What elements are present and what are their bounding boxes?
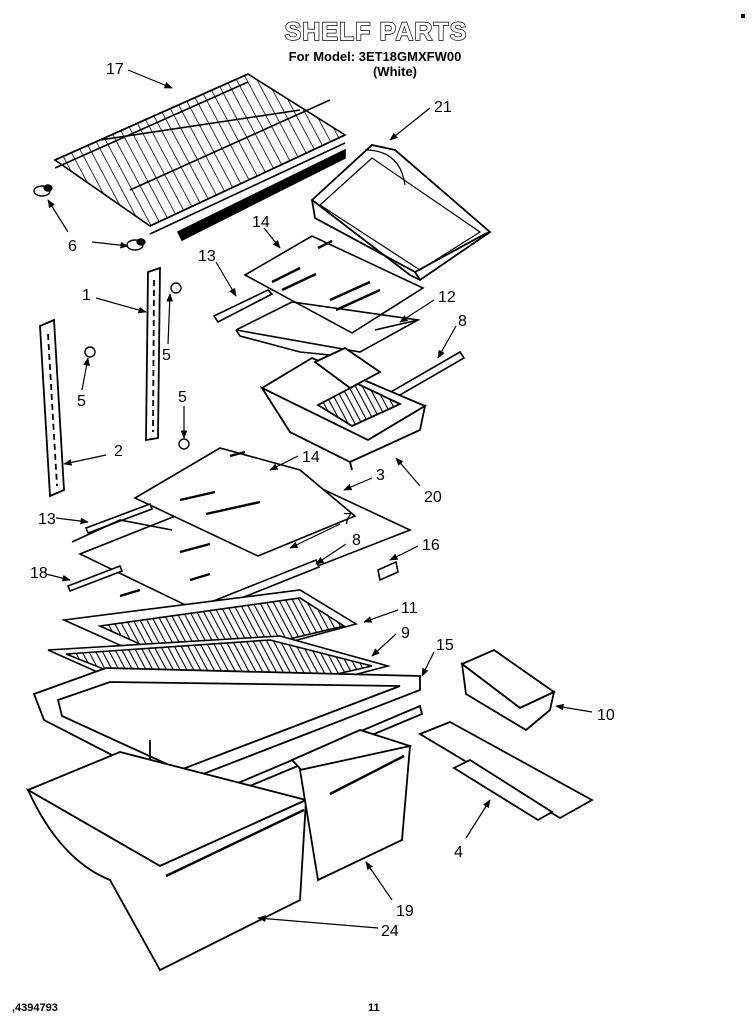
glass-shelf-14-lower [78,447,413,613]
screws-5 [84,282,190,450]
leader-lines [45,69,593,929]
callout-12: 12 [438,289,456,306]
callout-4: 4 [454,844,463,861]
glass-shelf-14-upper [243,235,425,334]
page-title: SHELF PARTS [284,17,468,46]
rail-13-lower [84,502,154,535]
corner-mark [741,14,745,18]
callout-2: 2 [114,443,123,460]
page-number: 11 [368,1002,380,1014]
callout-19: 19 [396,903,414,920]
callout-3: 3 [376,467,385,484]
callout-14-upper: 14 [252,214,270,231]
frame-7 [71,519,173,543]
dairy-bin-10 [460,648,556,732]
callout-9: 9 [401,625,410,642]
document-number: ,4394793 [12,1002,58,1014]
rail-13-upper [212,289,274,324]
callout-8-lower: 8 [352,532,361,549]
crisper-drawer-19 [290,729,413,882]
callout-13-lower: 13 [38,511,56,528]
callout-16: 16 [422,537,440,554]
rail-16 [377,560,399,582]
callout-7: 7 [343,511,352,528]
deli-drawer-20 [259,346,427,471]
callout-8-upper: 8 [458,313,467,330]
callout-6: 6 [68,238,77,255]
callout-5-upper: 5 [162,347,171,364]
crisper-drawer-24 [25,751,309,972]
callout-18: 18 [30,565,48,582]
model-line: For Model: 3ET18GMXFW00 [288,49,462,64]
color-line: (White) [372,64,418,79]
callout-13-upper: 13 [198,248,216,265]
callout-14-lower: 14 [302,449,320,466]
callout-15: 15 [436,637,454,654]
callout-5-lower: 5 [178,389,187,406]
callout-17: 17 [106,61,124,78]
model-subtitle: For Model: 3ET18GMXFW00 (White) [230,49,520,79]
callout-24: 24 [381,923,399,940]
callout-20: 20 [424,489,442,506]
rail-ladder-2 [39,318,65,498]
door-bin-21 [310,144,492,282]
callout-11: 11 [401,600,418,617]
callout-1: 1 [82,287,91,304]
callout-labels: 17 21 6 14 13 12 1 5 8 5 5 2 14 3 20 13 … [30,61,615,940]
wire-shelf-17 [53,73,347,242]
cover-bracket-4 [417,721,594,822]
callout-10: 10 [597,707,615,724]
callout-5-left: 5 [77,393,86,410]
rail-18 [66,564,124,593]
rail-ladder-1 [145,266,161,442]
callout-21: 21 [434,99,452,116]
